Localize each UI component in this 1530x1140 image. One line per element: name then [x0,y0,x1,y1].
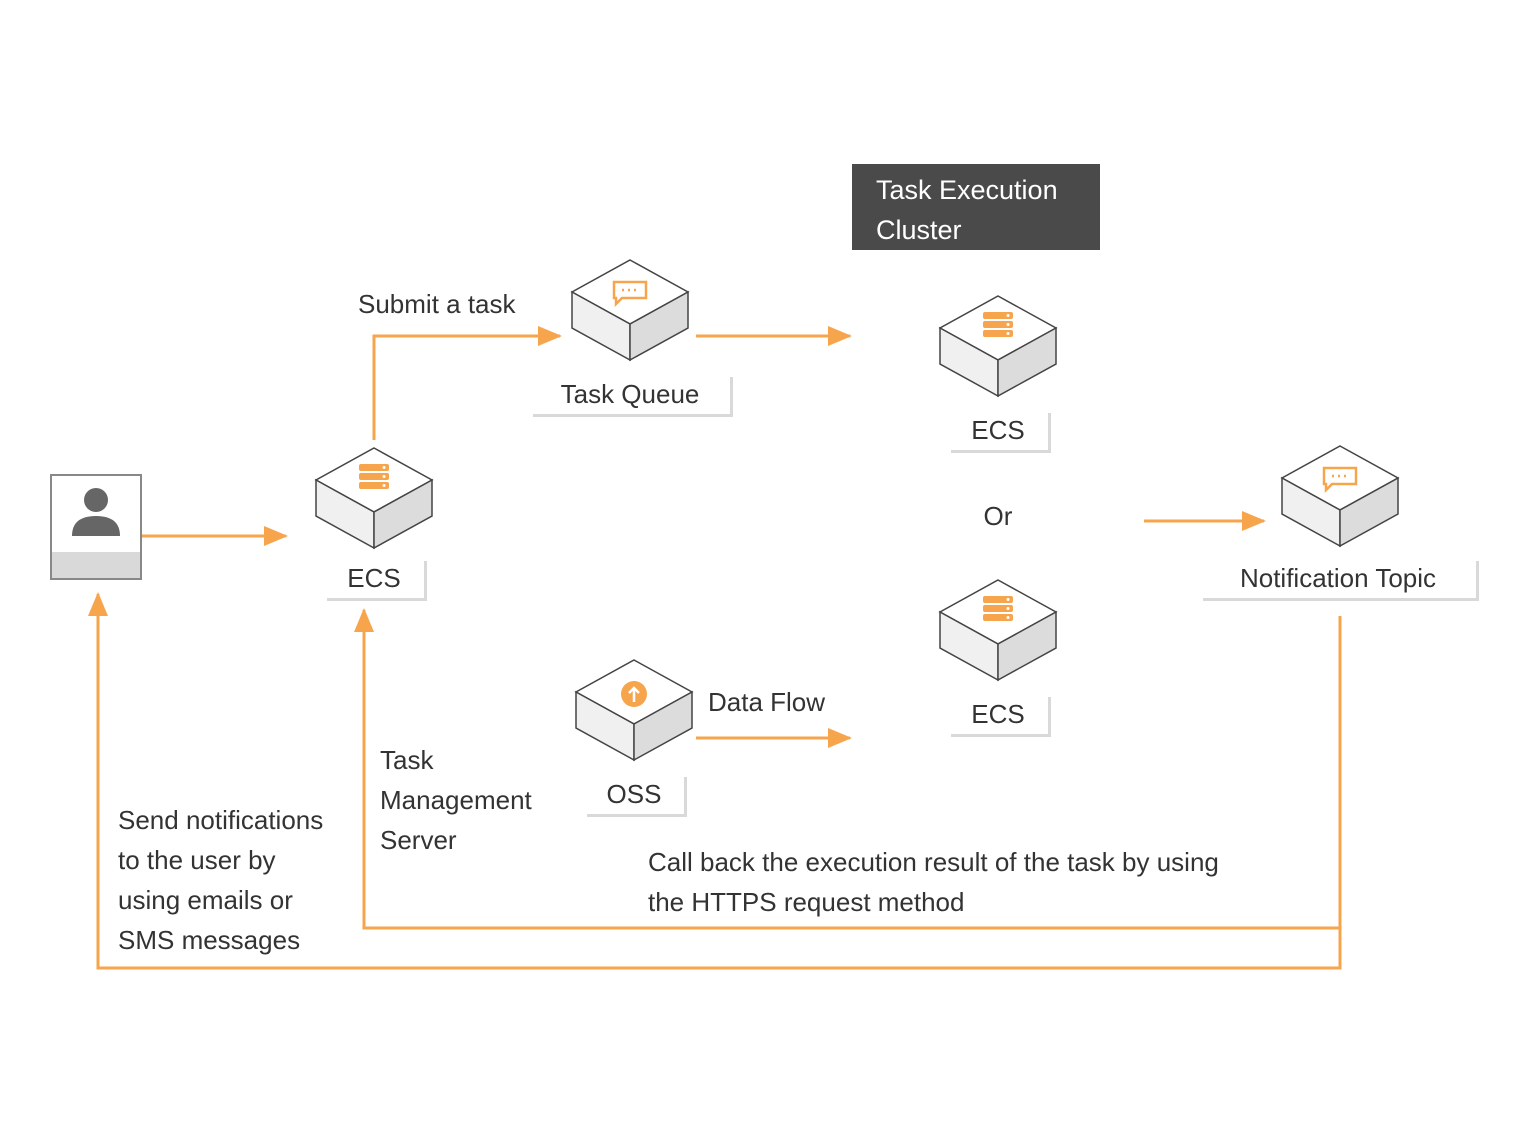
edge-label-task-management: Task Management Server [380,740,532,860]
message-queue-icon [612,280,648,308]
oss-label: OSS [584,774,684,814]
callback-line-1: Call back the execution result of the ta… [648,847,1219,877]
notification-topic-cube [1280,445,1400,548]
task-queue-cube [570,259,690,362]
send-notifications-line-3: using emails or [118,885,293,915]
cluster-ecs-top-node [938,294,1058,403]
cluster-title-line-2: Cluster [876,215,962,245]
cloud-upload-icon [621,681,647,707]
arrow-topic-callback-to-ecs [354,608,1342,930]
oss-node [574,658,694,767]
server-icon [983,596,1013,621]
user-node [50,474,142,580]
notification-topic-node [1280,444,1400,553]
cluster-title-line-1: Task Execution [876,175,1058,205]
cluster-or-label: Or [983,501,1013,531]
user-icon [50,474,142,580]
task-queue-label: Task Queue [530,374,730,414]
send-notifications-line-1: Send notifications [118,805,324,835]
message-queue-icon [1322,466,1358,494]
edge-label-send-notifications: Send notifications to the user by using … [118,800,323,960]
arrow-topic-notify-user [88,592,1342,970]
cluster-ecs-top-label: ECS [948,410,1048,450]
send-notifications-line-4: SMS messages [118,925,301,955]
arrow-ecs-to-queue [372,326,562,440]
task-queue-node [570,258,690,367]
cluster-ecs-bottom-label: ECS [948,694,1048,734]
task-management-line-3: Server [380,825,457,855]
cluster-ecs-bottom-cube [938,579,1058,682]
server-icon [359,464,389,489]
ecs-main-label: ECS [324,558,424,598]
oss-cube [574,659,694,762]
cluster-ecs-top-cube [938,295,1058,398]
cluster-ecs-bottom-node [938,578,1058,687]
notification-topic-label: Notification Topic [1200,558,1476,598]
callback-line-2: the HTTPS request method [648,887,965,917]
server-icon [983,312,1013,337]
ecs-main-cube [314,447,434,550]
task-management-line-1: Task [380,745,434,775]
edge-label-callback: Call back the execution result of the ta… [648,842,1219,922]
send-notifications-line-2: to the user by [118,845,276,875]
edge-label-submit-task: Submit a task [358,289,516,319]
cluster-title: Task Execution Cluster [852,164,1100,250]
edge-label-data-flow: Data Flow [708,687,826,717]
ecs-main-node [314,446,434,555]
task-management-line-2: Management [380,785,532,815]
